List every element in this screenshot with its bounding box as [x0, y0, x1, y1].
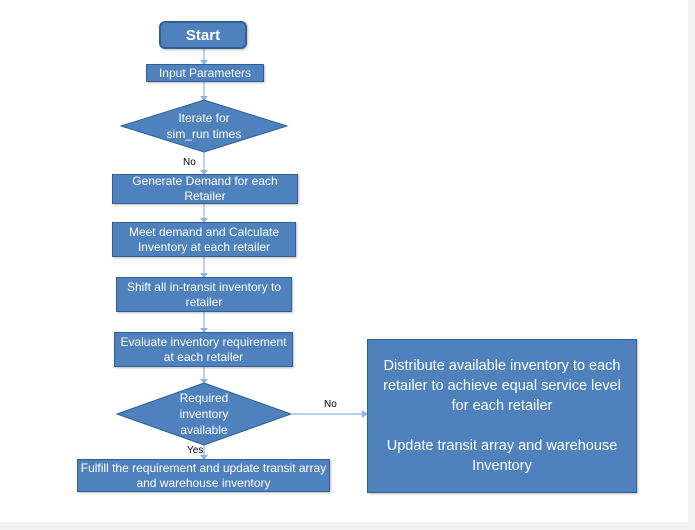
arrowhead-shift [200, 273, 208, 278]
evaluate-inventory-node[interactable]: Evaluate inventory requirement at each r… [114, 332, 293, 367]
meet-demand-node[interactable]: Meet demand and Calculate Inventory at e… [112, 222, 296, 257]
required-no-label: No [324, 399, 337, 410]
required-yes-label: Yes [187, 445, 204, 456]
iterate-no-label: No [183, 157, 196, 168]
required-decision-label[interactable]: Required inventory available [179, 391, 229, 437]
iterate-decision-label[interactable]: Iterate for sim_run times [166, 111, 242, 141]
fulfill-requirement-node[interactable]: Fulfill the requirement and update trans… [77, 459, 330, 492]
start-node[interactable]: Start [159, 21, 247, 49]
arrowhead-required [200, 379, 208, 384]
arrowhead-meet [200, 218, 208, 223]
arrowhead-distribute [362, 410, 368, 418]
arrowhead-generate [200, 170, 208, 175]
generate-demand-node[interactable]: Generate Demand for each Retailer [112, 174, 298, 204]
input-parameters-node[interactable]: Input Parameters [146, 64, 264, 82]
arrowhead-fulfill [200, 455, 208, 460]
iterate-diamond [119, 99, 289, 153]
arrowhead-evaluate [200, 328, 208, 333]
arrowhead-input [200, 60, 208, 65]
shift-inventory-node[interactable]: Shift all in-transit inventory to retail… [116, 277, 292, 312]
required-diamond [115, 382, 293, 446]
distribute-inventory-node[interactable]: Distribute available inventory to each r… [367, 339, 637, 493]
arrowhead-iterate [200, 96, 208, 101]
